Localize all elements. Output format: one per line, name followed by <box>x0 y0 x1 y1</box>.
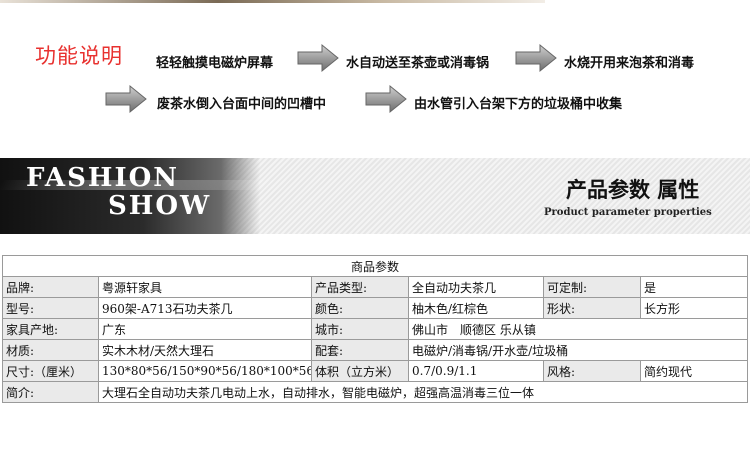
fashion-line-1: FASHION <box>26 163 180 193</box>
cell-label: 简介: <box>2 381 99 403</box>
table-header-row: 商品参数 <box>1 255 749 277</box>
cell-label: 配套: <box>311 339 409 361</box>
cell-label: 品牌: <box>2 276 99 298</box>
product-params-subtitle: Product parameter properties <box>544 207 712 218</box>
cell-label: 产品类型: <box>311 276 409 298</box>
banner-dark-block <box>0 158 260 234</box>
cell-value: 长方形 <box>639 297 749 319</box>
table-row: 品牌: 粤源轩家具 产品类型: 全自动功夫茶几 可定制: 是 <box>2 276 749 298</box>
cell-value: 全自动功夫茶几 <box>408 276 544 298</box>
table-row: 简介: 大理石全自动功夫茶几电动上水，自动排水，智能电磁炉，超强高温消毒三位一体 <box>2 381 749 403</box>
cell-value: 广东 <box>98 318 312 340</box>
table-row: 型号: 960架-A713石功夫茶几 颜色: 柚木色/红棕色 形状: 长方形 <box>2 297 749 319</box>
cell-label: 家具产地: <box>2 318 99 340</box>
fashion-line-2: SHOW <box>108 191 212 221</box>
step-2: 水自动送至茶壶或消毒锅 <box>346 56 490 71</box>
cell-value: 实木木材/天然大理石 <box>98 339 312 361</box>
cell-label: 尺寸:（厘米） <box>2 360 99 382</box>
step-1: 轻轻触摸电磁炉屏幕 <box>156 56 274 71</box>
step-3: 水烧开用来泡茶和消毒 <box>564 56 695 71</box>
function-title: 功能说明 <box>35 44 123 68</box>
top-decor-strip <box>0 0 545 3</box>
table-row: 尺寸:（厘米） 130*80*56/150*90*56/180*100*56 体… <box>2 360 749 382</box>
right-arrow-icon <box>105 84 147 114</box>
cell-label: 体积（立方米） <box>311 360 409 382</box>
cell-label: 形状: <box>543 297 641 319</box>
cell-label: 型号: <box>2 297 99 319</box>
fashion-show-text: FASHION SHOW <box>26 164 211 220</box>
right-arrow-icon <box>515 43 557 73</box>
cell-label: 材质: <box>2 339 99 361</box>
cell-value: 0.7/0.9/1.1 <box>408 360 544 382</box>
cell-label: 颜色: <box>311 297 409 319</box>
cell-label: 风格: <box>543 360 641 382</box>
cell-value: 柚木色/红棕色 <box>408 297 544 319</box>
cell-value: 电磁炉/消毒锅/开水壶/垃圾桶 <box>407 339 749 361</box>
fashion-show-banner: FASHION SHOW <box>0 158 750 234</box>
table-row: 材质: 实木木材/天然大理石 配套: 电磁炉/消毒锅/开水壶/垃圾桶 <box>2 339 749 361</box>
product-params-title: 产品参数 属性 <box>566 178 700 202</box>
cell-value: 粤源轩家具 <box>98 276 312 298</box>
right-arrow-icon <box>297 43 339 73</box>
cell-value: 简约现代 <box>639 360 749 382</box>
cell-value: 佛山市 顺德区 乐从镇 <box>407 318 749 340</box>
table-header: 商品参数 <box>1 255 749 277</box>
right-arrow-icon <box>365 84 407 114</box>
product-params-table: 商品参数 品牌: 粤源轩家具 产品类型: 全自动功夫茶几 可定制: 是 型号: … <box>1 255 749 403</box>
table-row: 家具产地: 广东 城市: 佛山市 顺德区 乐从镇 <box>2 318 749 340</box>
cell-label: 城市: <box>311 318 409 340</box>
cell-value: 大理石全自动功夫茶几电动上水，自动排水，智能电磁炉，超强高温消毒三位一体 <box>97 381 749 403</box>
cell-value: 130*80*56/150*90*56/180*100*56 <box>98 360 312 382</box>
step-5: 由水管引入台架下方的垃圾桶中收集 <box>414 97 623 112</box>
cell-value: 是 <box>639 276 749 298</box>
cell-label: 可定制: <box>543 276 641 298</box>
step-4: 废茶水倒入台面中间的凹槽中 <box>157 97 327 112</box>
cell-value: 960架-A713石功夫茶几 <box>98 297 312 319</box>
